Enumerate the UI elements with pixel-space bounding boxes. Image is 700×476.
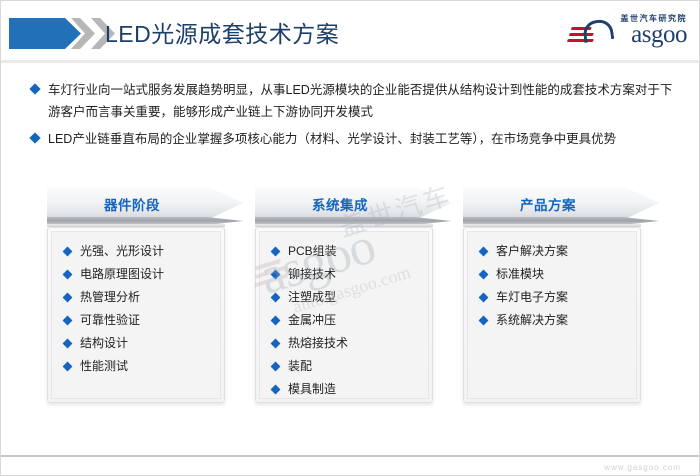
list-item-label: 金属冲压: [288, 313, 337, 327]
diamond-bullet-icon: [62, 338, 73, 349]
list-item: 热管理分析: [62, 289, 212, 305]
list-item-label: PCB组装: [288, 244, 337, 258]
list-item: 热熔接技术: [270, 335, 420, 351]
list-item: 客户解决方案: [478, 243, 628, 259]
diamond-bullet-icon: [270, 269, 281, 280]
list-item: 车灯行业向一站式服务发展趋势明显，从事LED光源模块的企业能否提供从结构设计到性…: [29, 79, 681, 123]
diamond-bullet-icon: [29, 83, 41, 95]
list-item: 模具制造: [270, 381, 420, 397]
list-item-label: 热管理分析: [80, 290, 141, 304]
panel-device-stage[interactable]: 器件阶段 光强、光形设计 电路原理图设计 热管理分析: [47, 186, 243, 403]
list-item: 注塑成型: [270, 289, 420, 305]
bullet-text: 车灯行业向一站式服务发展趋势明显，从事LED光源模块的企业能否提供从结构设计到性…: [48, 83, 673, 119]
list-item: 光强、光形设计: [62, 243, 212, 259]
bullet-text: LED产业链垂直布局的企业掌握多项核心能力（材料、光学设计、封装工艺等），在市场…: [48, 132, 617, 146]
panel-banner-edge-lower: [463, 224, 641, 227]
diamond-bullet-icon: [62, 315, 73, 326]
panel-group: 器件阶段 光强、光形设计 电路原理图设计 热管理分析: [1, 186, 699, 416]
panel-system-integration[interactable]: 系统集成 PCB组装 铆接技术 注塑成型: [255, 186, 451, 403]
list-item: 电路原理图设计: [62, 266, 212, 282]
list-item-label: 电路原理图设计: [80, 267, 165, 281]
list-item: LED产业链垂直布局的企业掌握多项核心能力（材料、光学设计、封装工艺等），在市场…: [29, 128, 681, 150]
bullet-list: 车灯行业向一站式服务发展趋势明显，从事LED光源模块的企业能否提供从结构设计到性…: [29, 79, 681, 155]
panel-body-inner: 光强、光形设计 电路原理图设计 热管理分析 可靠性验证: [51, 231, 221, 399]
diamond-bullet-icon: [478, 315, 489, 326]
diamond-bullet-icon: [270, 361, 281, 372]
header-chevron-group: [9, 18, 117, 49]
list-item-label: 标准模块: [496, 267, 545, 281]
panel-body-inner: PCB组装 铆接技术 注塑成型 金属冲压: [259, 231, 429, 399]
panel-header-banner: 器件阶段: [47, 186, 243, 228]
list-item-label: 性能测试: [80, 359, 129, 373]
list-item: 系统解决方案: [478, 312, 628, 328]
list-item-label: 系统解决方案: [496, 313, 569, 327]
panel-title: 产品方案: [520, 198, 576, 213]
list-item: 车灯电子方案: [478, 289, 628, 305]
list-item: 金属冲压: [270, 312, 420, 328]
panel-banner-edge: [255, 217, 451, 225]
list-item: 可靠性验证: [62, 312, 212, 328]
chevron-right-icon-blue: [9, 18, 81, 49]
logo-wordmark: asgoo: [631, 21, 687, 48]
diamond-bullet-icon: [270, 292, 281, 303]
diamond-bullet-icon: [270, 338, 281, 349]
gasgoo-logo: 盖世汽车研究院 asgoo: [566, 13, 687, 53]
diamond-bullet-icon: [270, 384, 281, 395]
list-item-label: 模具制造: [288, 382, 337, 396]
diamond-bullet-icon: [478, 246, 489, 257]
logo-swoosh-icon: [581, 18, 615, 43]
list-item-label: 结构设计: [80, 336, 129, 350]
panel-banner-face: [255, 186, 451, 220]
panel-product-solution[interactable]: 产品方案 客户解决方案 标准模块 车灯电子方案: [463, 186, 659, 403]
diamond-bullet-icon: [478, 292, 489, 303]
panel-banner-edge-lower: [255, 224, 433, 227]
header-divider: [1, 60, 699, 63]
list-item-label: 注塑成型: [288, 290, 337, 304]
panel-header-banner: 系统集成: [255, 186, 451, 228]
panel-banner-edge: [463, 217, 659, 225]
diamond-bullet-icon: [62, 269, 73, 280]
diamond-bullet-icon: [478, 269, 489, 280]
footer-url: www.gasgoo.com: [604, 463, 681, 472]
panel-body-inner: 客户解决方案 标准模块 车灯电子方案 系统解决方案: [467, 231, 637, 399]
panel-title: 器件阶段: [104, 198, 160, 213]
diamond-bullet-icon: [29, 132, 41, 144]
diamond-bullet-icon: [62, 361, 73, 372]
panel-banner-face: [463, 186, 659, 220]
page-title: LED光源成套技术方案: [105, 21, 340, 47]
panel-body: 客户解决方案 标准模块 车灯电子方案 系统解决方案: [463, 227, 641, 403]
diamond-bullet-icon: [62, 292, 73, 303]
list-item: 铆接技术: [270, 266, 420, 282]
list-item: PCB组装: [270, 243, 420, 259]
list-item-label: 客户解决方案: [496, 244, 569, 258]
list-item-label: 装配: [288, 359, 313, 373]
list-item: 标准模块: [478, 266, 628, 282]
panel-header-banner: 产品方案: [463, 186, 659, 228]
panel-body: PCB组装 铆接技术 注塑成型 金属冲压: [255, 227, 433, 403]
list-item-label: 热熔接技术: [288, 336, 349, 350]
list-item-label: 铆接技术: [288, 267, 337, 281]
panel-banner-face: [47, 186, 243, 220]
footer-divider: [1, 455, 699, 457]
list-item: 装配: [270, 358, 420, 374]
panel-banner-edge: [47, 217, 243, 225]
panel-title: 系统集成: [312, 198, 368, 213]
list-item: 结构设计: [62, 335, 212, 351]
logo-cn-text: 盖世汽车研究院: [620, 14, 687, 23]
list-item-label: 光强、光形设计: [80, 244, 165, 258]
diamond-bullet-icon: [270, 246, 281, 257]
diamond-bullet-icon: [62, 246, 73, 257]
diamond-bullet-icon: [270, 315, 281, 326]
list-item-label: 车灯电子方案: [496, 290, 569, 304]
list-item: 性能测试: [62, 358, 212, 374]
panel-banner-edge-lower: [47, 224, 225, 227]
slide-header: LED光源成套技术方案 盖世汽车研究院 asgoo: [1, 1, 699, 65]
panel-body: 光强、光形设计 电路原理图设计 热管理分析 可靠性验证: [47, 227, 225, 403]
list-item-label: 可靠性验证: [80, 313, 141, 327]
